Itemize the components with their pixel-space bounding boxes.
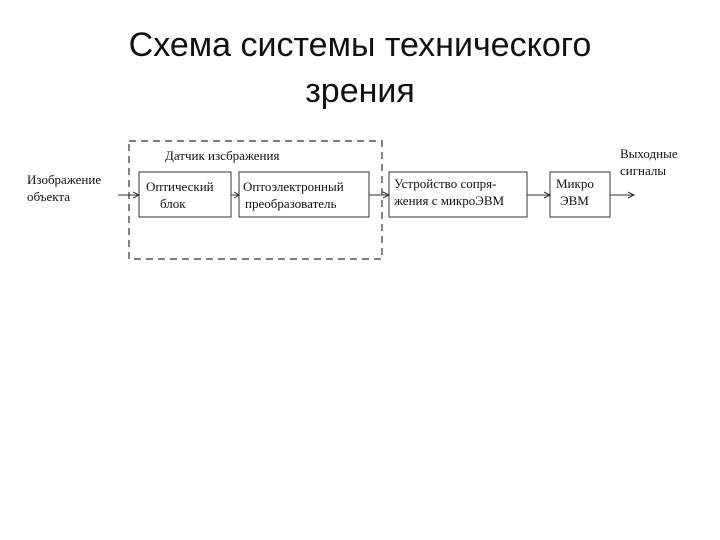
- slide-title: Схема системы технического зрения: [60, 22, 660, 114]
- optical-block-label-line-2: блок: [160, 196, 186, 211]
- slide-title-line-2: зрения: [305, 72, 415, 110]
- input-label-line-2: объекта: [27, 189, 71, 204]
- input-label: Изображение объекта: [27, 171, 101, 205]
- computer-label: Микро ЭВМ: [556, 175, 594, 209]
- interface-label: Устройство сопря- жения с микроЭВМ: [394, 175, 504, 209]
- optical-block-label: Оптический блок: [146, 178, 214, 212]
- computer-label-line-1: Микро: [556, 176, 594, 191]
- computer-label-line-2: ЭВМ: [560, 193, 589, 208]
- converter-label-line-1: Оптоэлектронный: [243, 179, 344, 194]
- input-label-line-1: Изображение: [27, 172, 102, 187]
- slide-title-line-1: Схема системы технического: [128, 26, 592, 64]
- sensor-group-label: Датчик изсбражения: [165, 148, 280, 163]
- interface-label-line-2: жения с микроЭВМ: [394, 193, 505, 208]
- output-label: Выходные сигналы: [620, 145, 678, 179]
- interface-label-line-1: Устройство сопря-: [394, 176, 497, 191]
- output-label-line-2: сигналы: [620, 163, 667, 178]
- output-label-line-1: Выходные: [620, 146, 678, 161]
- optical-block-label-line-1: Оптический: [146, 179, 214, 194]
- converter-label: Оптоэлектронный преобразователь: [243, 178, 344, 212]
- converter-label-line-2: преобразователь: [245, 196, 337, 211]
- sensor-group-frame: [128, 140, 383, 260]
